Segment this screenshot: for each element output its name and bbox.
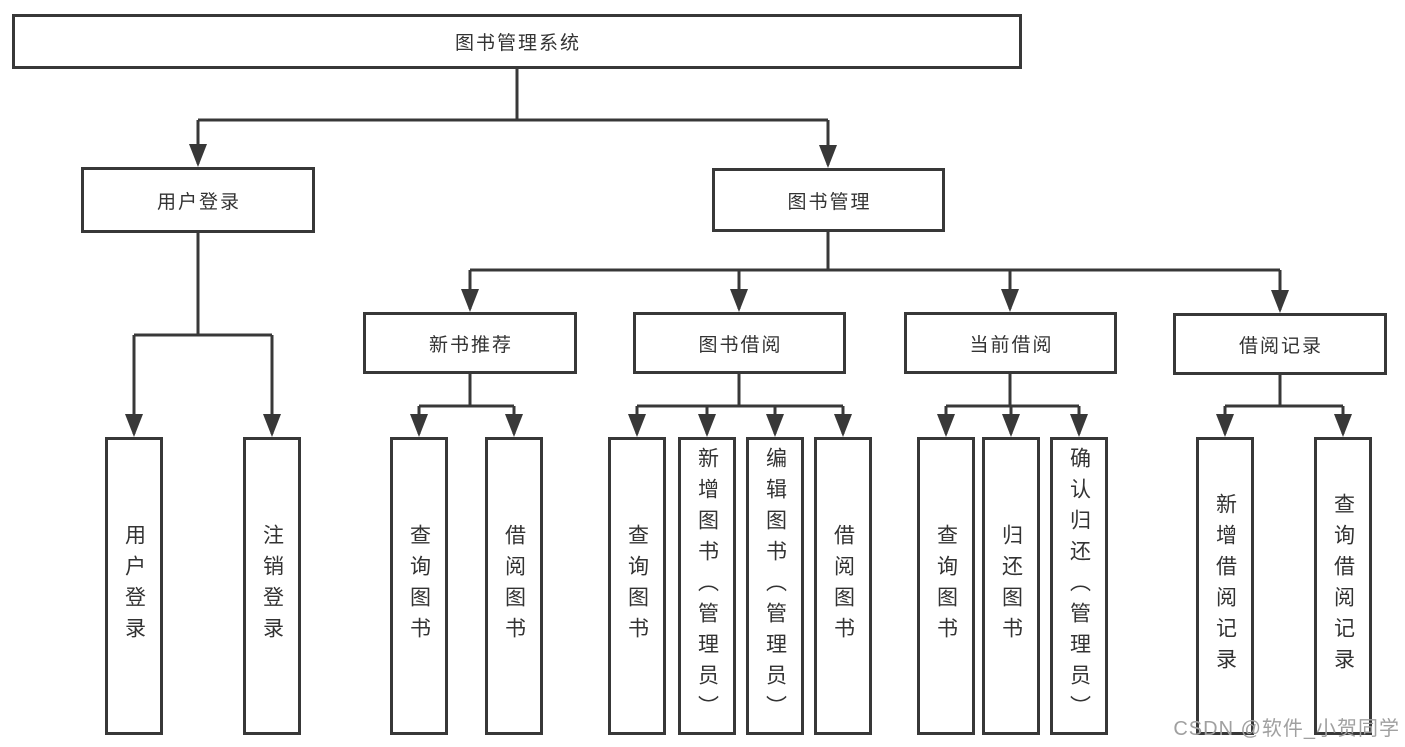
node-user-login: 用户登录: [81, 167, 315, 233]
root-node-label: 图书管理系统: [454, 33, 581, 54]
leaf-add-borrow-record-label: 新增借阅记录: [1213, 493, 1237, 679]
node-book-borrowing: 图书借阅: [633, 312, 846, 374]
leaf-add-books-admin-label: 新增图书（管理员）: [695, 446, 719, 726]
node-borrowing-records: 借阅记录: [1173, 313, 1387, 375]
leaf-borrow-books-recommend-label: 借阅图书: [502, 524, 526, 648]
node-book-management-label: 图书管理: [787, 191, 872, 213]
leaf-query-borrow-record: 查询借阅记录: [1314, 437, 1372, 735]
node-book-management: 图书管理: [712, 168, 945, 232]
node-borrowing-records-label: 借阅记录: [1238, 335, 1323, 357]
leaf-query-books-current: 查询图书: [917, 437, 975, 735]
leaf-edit-books-admin-label: 编辑图书（管理员）: [763, 446, 787, 726]
leaf-user-login: 用户登录: [105, 437, 163, 735]
leaf-logout-label: 注销登录: [260, 524, 284, 648]
leaf-borrow-books: 借阅图书: [814, 437, 872, 735]
node-user-login-label: 用户登录: [156, 191, 241, 213]
leaf-query-books-recommend-label: 查询图书: [407, 524, 431, 648]
leaf-query-books-borrowing: 查询图书: [608, 437, 666, 735]
root-node: 图书管理系统: [12, 14, 1022, 69]
node-book-borrowing-label: 图书借阅: [698, 334, 783, 356]
node-current-borrowing-label: 当前借阅: [969, 334, 1054, 356]
leaf-borrow-books-label: 借阅图书: [831, 524, 855, 648]
leaf-confirm-return-admin-label: 确认归还（管理员）: [1067, 446, 1091, 726]
leaf-borrow-books-recommend: 借阅图书: [485, 437, 543, 735]
node-current-borrowing: 当前借阅: [904, 312, 1117, 374]
leaf-query-books-recommend: 查询图书: [390, 437, 448, 735]
leaf-query-books-borrowing-label: 查询图书: [625, 524, 649, 648]
node-new-book-recommendation: 新书推荐: [363, 312, 577, 374]
leaf-logout: 注销登录: [243, 437, 301, 735]
leaf-user-login-label: 用户登录: [122, 524, 146, 648]
leaf-confirm-return-admin: 确认归还（管理员）: [1050, 437, 1108, 735]
leaf-return-books: 归还图书: [982, 437, 1040, 735]
watermark: CSDN @软件_小贺同学: [1173, 718, 1400, 740]
leaf-edit-books-admin: 编辑图书（管理员）: [746, 437, 804, 735]
leaf-query-books-current-label: 查询图书: [934, 524, 958, 648]
leaf-query-borrow-record-label: 查询借阅记录: [1331, 493, 1355, 679]
leaf-add-borrow-record: 新增借阅记录: [1196, 437, 1254, 735]
node-new-book-recommendation-label: 新书推荐: [428, 334, 513, 356]
leaf-return-books-label: 归还图书: [999, 524, 1023, 648]
leaf-add-books-admin: 新增图书（管理员）: [678, 437, 736, 735]
